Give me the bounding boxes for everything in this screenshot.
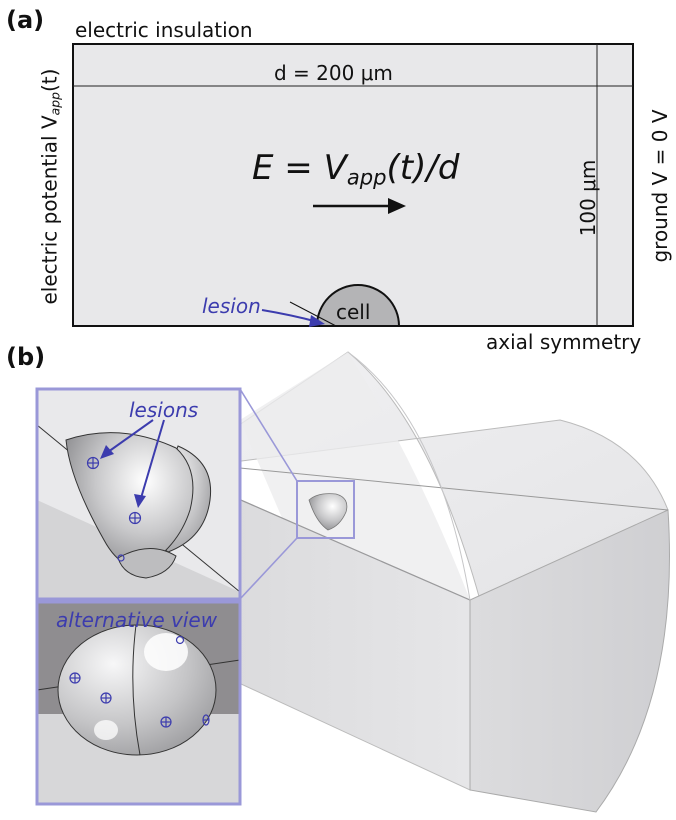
block-end-face	[469, 509, 670, 813]
field-equation: E = Vapp(t)/d	[252, 148, 459, 189]
lesions-inset-cell	[65, 432, 194, 571]
lesions-arrow-2	[140, 419, 165, 499]
lesions-arrow-1-head	[100, 445, 114, 459]
block-arc-edge	[347, 351, 471, 601]
simulation-domain	[72, 43, 634, 327]
lesions-inset-cell-lower	[117, 547, 177, 579]
block-axis-edge	[239, 467, 669, 511]
zoom-connector-bottom	[239, 537, 298, 600]
equation-subscript: app	[346, 164, 387, 190]
lesion-marker	[69, 672, 81, 684]
panel-b-letter: (b)	[6, 343, 46, 371]
right-boundary-label: ground V = 0 V	[648, 109, 672, 263]
block-cell	[308, 493, 348, 531]
lesion-marker	[202, 714, 210, 726]
alt-view-highlight	[94, 720, 118, 740]
left-boundary-sub: app	[47, 92, 63, 116]
left-boundary-prefix: electric potential V	[37, 115, 62, 305]
bottom-boundary-label: axial symmetry	[486, 330, 642, 354]
left-boundary-label: electric potential Vapp(t)	[37, 57, 62, 317]
lesion-marker	[128, 511, 142, 525]
lesion-marker	[86, 456, 100, 470]
lesions-inset-frame	[35, 387, 242, 601]
distance-label: d = 200 μm	[274, 61, 393, 85]
lesion-arrow-head	[309, 315, 325, 327]
equation-main: E = V	[252, 148, 347, 188]
left-boundary-tail: (t)	[37, 68, 62, 93]
lesion-label: lesion	[202, 294, 261, 318]
cell-label: cell	[336, 300, 371, 324]
height-label: 100 μm	[576, 159, 600, 237]
cell-shape	[315, 284, 401, 327]
lesions-arrow-2-head	[134, 494, 146, 508]
field-arrow-head	[388, 198, 406, 214]
alt-view-meridian	[132, 624, 141, 756]
lesion-pointer-line	[289, 301, 337, 327]
panel-a-letter: (a)	[6, 6, 45, 34]
equation-tail: (t)/d	[386, 148, 460, 188]
lesions-arrow-1	[107, 419, 154, 453]
lesion-marker	[160, 716, 172, 728]
lesion-marker	[117, 554, 125, 562]
alt-view-highlight	[144, 633, 188, 671]
zoom-connector-top	[239, 388, 298, 482]
alt-view-frame	[35, 600, 242, 806]
lesions-label: lesions	[129, 398, 199, 422]
top-boundary-label: electric insulation	[75, 18, 253, 42]
alt-view-label: alternative view	[56, 608, 218, 632]
zoom-region-box	[296, 480, 355, 539]
lesion-marker	[100, 692, 112, 704]
lesion-marker	[175, 635, 185, 645]
